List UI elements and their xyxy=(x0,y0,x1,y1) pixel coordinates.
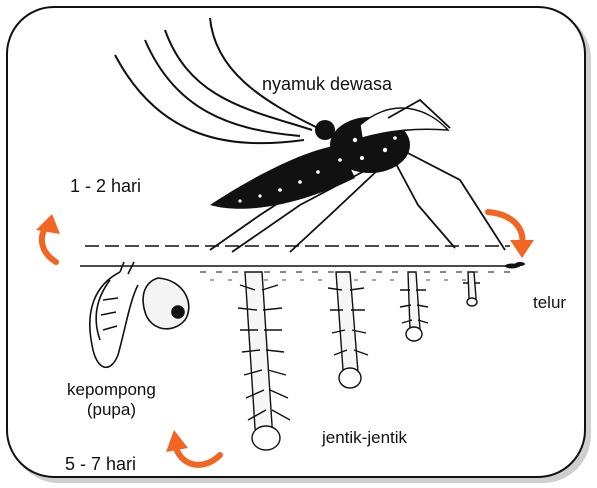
label-egg: telur xyxy=(533,293,566,313)
larva-large xyxy=(238,272,290,450)
label-days-5-7: 5 - 7 hari xyxy=(65,454,136,475)
arrow-pupa-icon xyxy=(166,430,220,465)
larva-small xyxy=(400,272,428,341)
label-adult-mosquito: nyamuk dewasa xyxy=(262,74,392,95)
label-pupa: kepompong (pupa) xyxy=(67,380,156,419)
pupa-figure xyxy=(90,262,189,367)
label-larva: jentik-jentik xyxy=(322,428,407,448)
adult-mosquito xyxy=(210,100,505,252)
label-pupa-line1: kepompong xyxy=(67,380,156,400)
cycle-arrows xyxy=(36,212,534,465)
arrow-emerge-icon xyxy=(36,214,60,262)
larvae-group xyxy=(238,272,480,450)
egg-cluster xyxy=(505,262,525,269)
larva-tiny xyxy=(463,272,480,306)
label-pupa-line2: (pupa) xyxy=(67,400,156,420)
larva-medium xyxy=(328,272,368,388)
water-surface xyxy=(80,246,520,280)
label-days-1-2: 1 - 2 hari xyxy=(70,176,141,197)
